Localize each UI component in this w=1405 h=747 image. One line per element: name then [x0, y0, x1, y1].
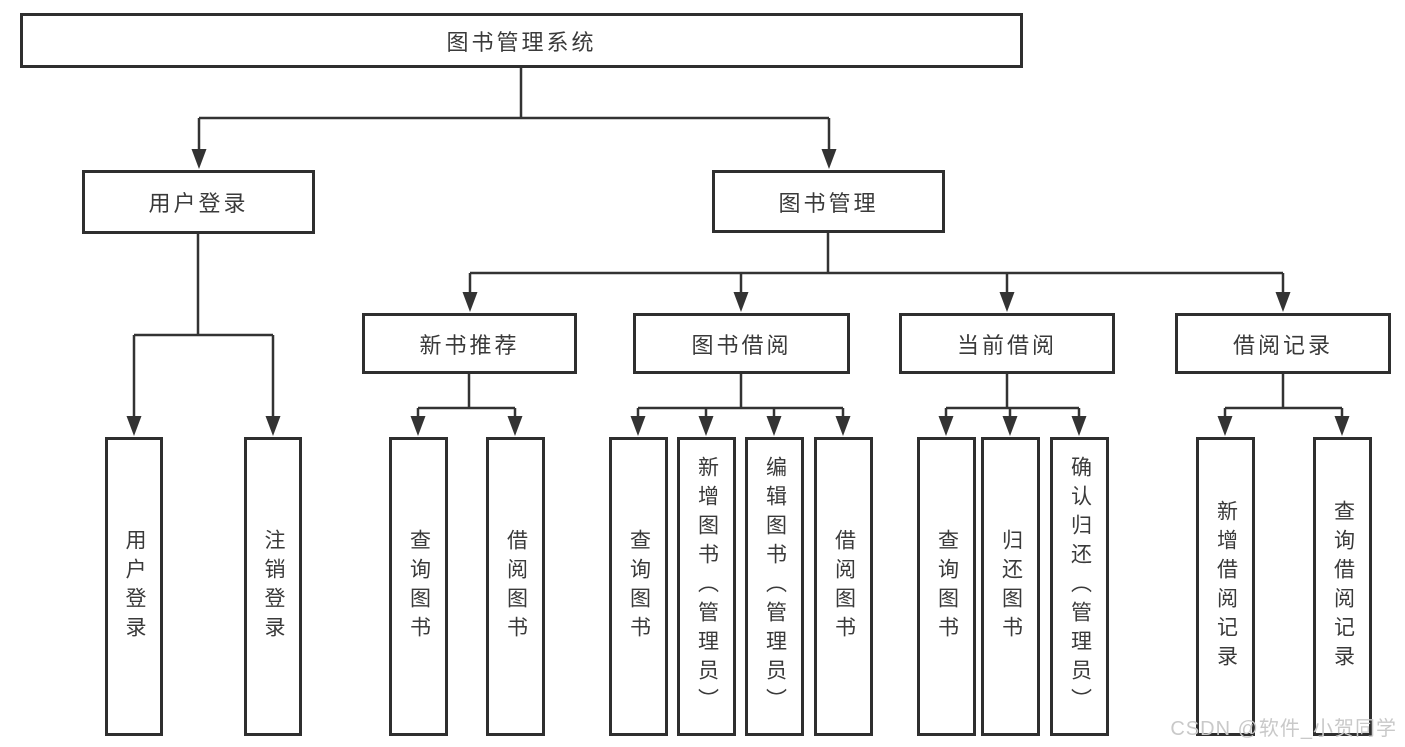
arrowhead — [410, 416, 426, 436]
arrowhead — [1217, 416, 1233, 436]
node-return-book: 归还图书 — [981, 437, 1040, 736]
edge-root-to-level1 — [197, 68, 831, 153]
node-current-borrow: 当前借阅 — [899, 313, 1115, 374]
edge-book-mgmt-children — [468, 233, 1285, 296]
arrowhead — [1071, 416, 1087, 436]
arrowhead — [462, 292, 478, 312]
arrowhead — [938, 416, 954, 436]
arrowhead — [265, 416, 281, 436]
node-logout-leaf: 注销登录 — [244, 437, 302, 736]
arrowhead — [1002, 416, 1018, 436]
arrowhead — [507, 416, 523, 436]
arrowhead — [821, 149, 837, 169]
node-user-login: 用户登录 — [82, 170, 315, 234]
arrowheads — [126, 149, 1350, 436]
node-confirm-return-admin: 确认归还（管理员） — [1050, 437, 1109, 736]
node-login-leaf: 用户登录 — [105, 437, 163, 736]
arrowhead — [630, 416, 646, 436]
arrowhead — [1334, 416, 1350, 436]
node-borrow-book-recommend: 借阅图书 — [486, 437, 545, 736]
node-root: 图书管理系统 — [20, 13, 1023, 68]
arrowhead — [999, 292, 1015, 312]
node-edit-book-admin: 编辑图书（管理员） — [745, 437, 804, 736]
edge-current-borrow-children — [944, 374, 1081, 420]
node-search-book-borrow: 查询图书 — [609, 437, 668, 736]
arrowhead — [766, 416, 782, 436]
arrowhead — [191, 149, 207, 169]
arrowhead — [126, 416, 142, 436]
edge-user-login-children — [132, 234, 275, 420]
edge-book-borrow-children — [636, 374, 845, 420]
arrowhead — [733, 292, 749, 312]
arrowhead — [1275, 292, 1291, 312]
edge-new-book-children — [416, 374, 517, 420]
node-search-book-current: 查询图书 — [917, 437, 976, 736]
node-add-book-admin: 新增图书（管理员） — [677, 437, 736, 736]
node-book-management: 图书管理 — [712, 170, 945, 233]
node-new-book-recommend: 新书推荐 — [362, 313, 577, 374]
node-add-borrow-record: 新增借阅记录 — [1196, 437, 1255, 736]
arrowhead — [698, 416, 714, 436]
node-search-book-recommend: 查询图书 — [389, 437, 448, 736]
node-book-borrow: 图书借阅 — [633, 313, 850, 374]
node-borrow-book-leaf: 借阅图书 — [814, 437, 873, 736]
arrowhead — [835, 416, 851, 436]
node-borrow-record: 借阅记录 — [1175, 313, 1391, 374]
node-search-borrow-record: 查询借阅记录 — [1313, 437, 1372, 736]
edge-borrow-record-children — [1223, 374, 1344, 420]
